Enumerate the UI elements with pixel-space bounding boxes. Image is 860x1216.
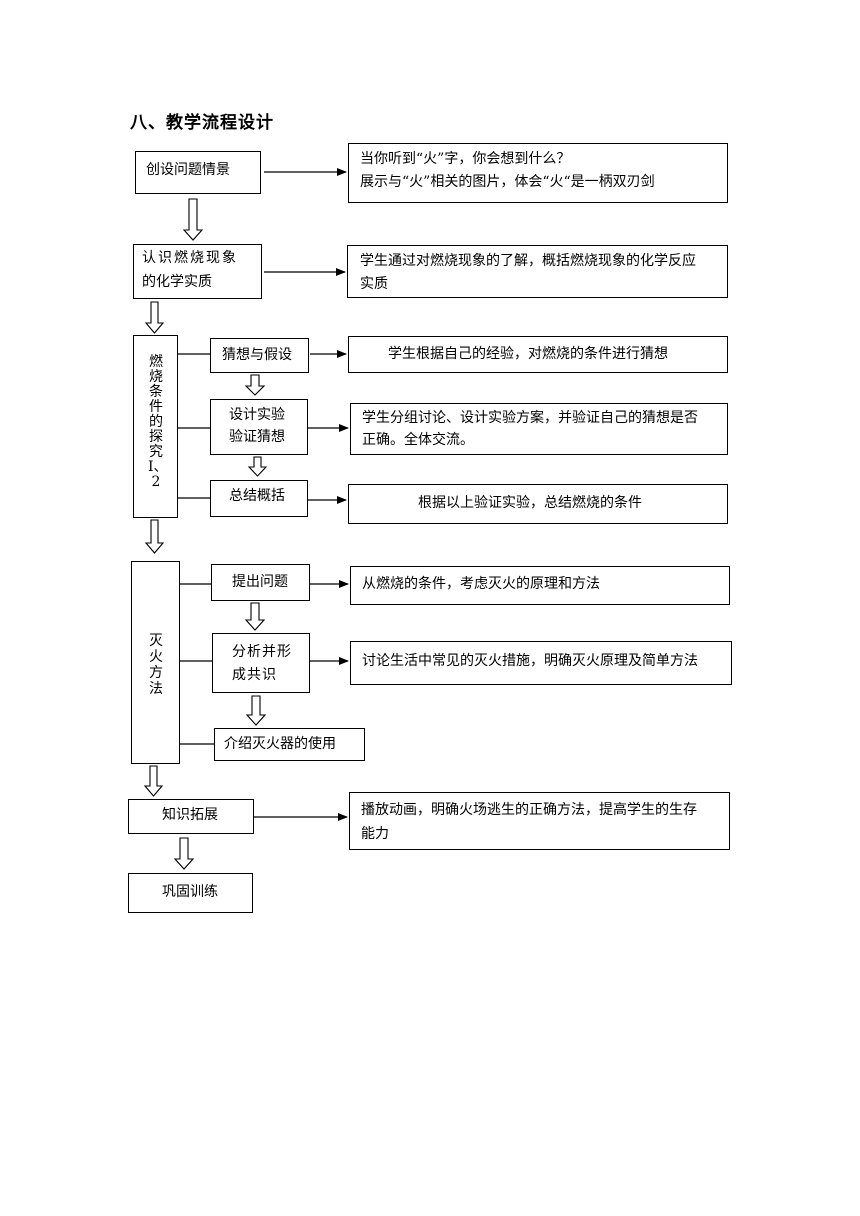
desc-create-problem-line2: 展示与“火”相关的图片，体会“火“是一柄双刃剑 xyxy=(360,174,655,190)
desc-analyze-box xyxy=(350,641,732,685)
desc-knowledge-expand-line2: 能力 xyxy=(361,826,389,842)
desc-create-problem-line1: 当你听到“火”字，你会想到什么？ xyxy=(360,151,571,167)
down-arrow-6 xyxy=(244,602,266,631)
step-consolidate-label: 巩固训练 xyxy=(162,884,218,900)
group-extinguishing-label: 灭火方法 xyxy=(149,633,163,697)
step-knowledge-expand-box xyxy=(128,799,254,834)
down-arrow-3 xyxy=(244,374,266,396)
group-extinguishing-box xyxy=(131,561,180,764)
desc-design-experiment-line1: 学生分组讨论、设计实验方案，并验证自己的猜想是否 xyxy=(362,410,698,426)
step-knowledge-expand-label: 知识拓展 xyxy=(162,807,218,823)
down-arrow-8 xyxy=(143,765,164,797)
desc-raise-question-text: 从燃烧的条件，考虑灭火的原理和方法 xyxy=(362,576,600,592)
step-analyze-box xyxy=(212,633,310,693)
step-raise-question-box xyxy=(211,564,310,601)
desc-summarize-box xyxy=(348,484,728,524)
step-design-experiment-line2: 验证猜想 xyxy=(229,429,285,445)
desc-raise-question-box xyxy=(350,566,730,605)
desc-hypothesis-box xyxy=(348,336,728,373)
down-arrow-7 xyxy=(245,695,267,726)
step-combustion-nature-box xyxy=(133,244,262,299)
desc-knowledge-expand-box xyxy=(349,792,730,850)
down-arrow-4 xyxy=(247,456,268,477)
down-arrow-5 xyxy=(144,519,165,554)
desc-create-problem-box xyxy=(348,143,728,203)
step-extinguisher-label: 介绍灭火器的使用 xyxy=(224,736,336,752)
desc-combustion-nature-box xyxy=(347,245,728,298)
step-raise-question-label: 提出问题 xyxy=(232,574,288,590)
down-arrow-9 xyxy=(173,837,195,870)
step-analyze-line1: 分析并形 xyxy=(232,644,292,660)
step-design-experiment-line1: 设计实验 xyxy=(229,407,285,423)
step-combustion-nature-line2: 的化学实质 xyxy=(142,274,212,290)
step-consolidate-box xyxy=(128,873,253,913)
step-hypothesis-box xyxy=(210,338,309,373)
desc-summarize-text: 根据以上验证实验，总结燃烧的条件 xyxy=(418,495,642,511)
down-arrow-2 xyxy=(144,301,165,334)
step-design-experiment-box xyxy=(210,399,308,455)
desc-design-experiment-box xyxy=(350,403,728,455)
desc-combustion-nature-line2: 实质 xyxy=(360,276,388,292)
desc-design-experiment-line2: 正确。全体交流。 xyxy=(362,432,474,448)
page-title: 八、教学流程设计 xyxy=(130,113,274,133)
group-combustion-conditions-label: 燃烧条件的探究Ⅰ、2 xyxy=(148,354,168,490)
step-analyze-line2: 成共识 xyxy=(232,667,277,683)
group-combustion-conditions-box xyxy=(133,335,178,518)
desc-knowledge-expand-line1: 播放动画，明确火场逃生的正确方法，提高学生的生存 xyxy=(361,802,697,818)
desc-hypothesis-text: 学生根据自己的经验，对燃烧的条件进行猜想 xyxy=(388,346,668,362)
desc-analyze-text: 讨论生活中常见的灭火措施，明确灭火原理及简单方法 xyxy=(362,653,698,669)
step-combustion-nature-line1: 认识燃烧现象 xyxy=(142,250,238,266)
step-create-problem-box xyxy=(135,151,261,194)
desc-combustion-nature-line1: 学生通过对燃烧现象的了解，概括燃烧现象的化学反应 xyxy=(360,253,696,269)
step-hypothesis-label: 猜想与假设 xyxy=(222,347,292,363)
step-extinguisher-box xyxy=(214,728,365,761)
down-arrow-1 xyxy=(182,198,204,241)
step-summarize-box xyxy=(210,480,308,517)
step-create-problem-label: 创设问题情景 xyxy=(146,162,230,178)
step-summarize-label: 总结概括 xyxy=(229,488,285,504)
